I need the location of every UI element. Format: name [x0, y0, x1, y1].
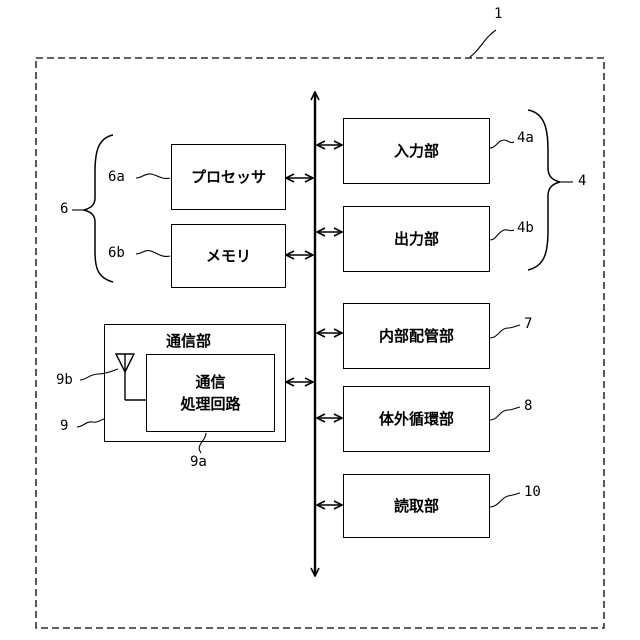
processor-box: プロセッサ: [171, 144, 286, 210]
piping-unit-label: 内部配管部: [379, 325, 454, 348]
comm-unit-title: 通信部: [166, 330, 211, 351]
reader-ref-label: 10: [524, 484, 541, 500]
memory-ref-leader: [136, 251, 170, 257]
comm-circuit-ref-label: 9a: [190, 454, 207, 470]
piping-ref-label: 7: [524, 316, 532, 332]
processor-ref-leader: [136, 174, 170, 179]
output-unit-box: 出力部: [343, 206, 490, 272]
memory-ref-label: 6b: [108, 245, 125, 261]
input-unit-label: 入力部: [394, 140, 439, 163]
comm-circuit-label-line2: 処理回路: [180, 393, 240, 416]
device-ref-leader: [470, 30, 496, 57]
output-unit-label: 出力部: [394, 228, 439, 251]
memory-box: メモリ: [171, 224, 286, 288]
comm-ref-label: 9: [60, 418, 68, 434]
comm-circuit-label-line1: 通信: [195, 371, 225, 394]
input-ref-label: 4a: [517, 130, 534, 146]
memory-label: メモリ: [206, 245, 251, 268]
circulation-ref-leader: [490, 407, 520, 420]
reader-unit-label: 読取部: [394, 495, 439, 518]
output-ref-label: 4b: [517, 220, 534, 236]
comm-circuit-box: 通信 処理回路: [146, 354, 275, 432]
circulation-ref-label: 8: [524, 398, 532, 414]
control-group-ref-label: 6: [60, 201, 68, 217]
piping-ref-leader: [490, 325, 520, 338]
comm-ref-leader: [77, 419, 104, 427]
reader-unit-box: 読取部: [343, 474, 490, 538]
antenna-ref-label: 9b: [56, 372, 73, 388]
reader-ref-leader: [490, 493, 520, 507]
circulation-unit-box: 体外循環部: [343, 386, 490, 452]
device-ref-label: 1: [494, 6, 502, 22]
processor-ref-label: 6a: [108, 169, 125, 185]
circulation-unit-label: 体外循環部: [379, 408, 454, 431]
piping-unit-box: 内部配管部: [343, 303, 490, 369]
io-group-ref-label: 4: [578, 173, 586, 189]
output-ref-leader: [490, 230, 514, 240]
input-unit-box: 入力部: [343, 118, 490, 184]
processor-label: プロセッサ: [191, 166, 266, 189]
input-ref-leader: [490, 140, 514, 148]
